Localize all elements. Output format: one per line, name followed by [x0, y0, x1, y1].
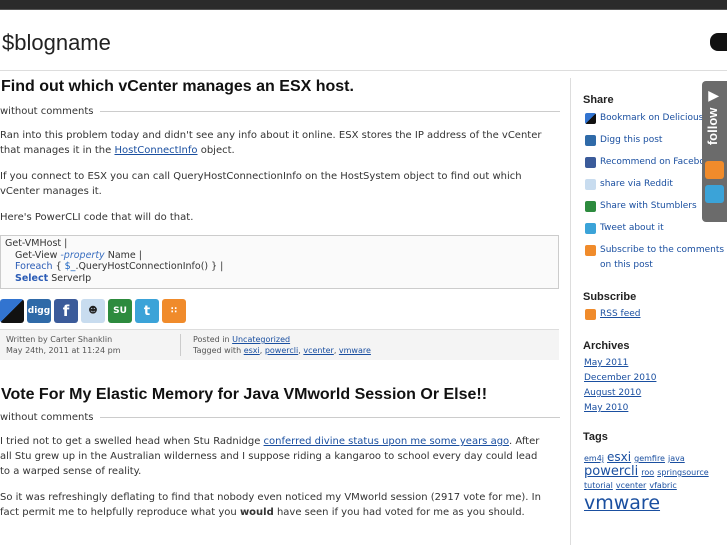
twitter-icon[interactable]: t: [135, 299, 159, 323]
top-bar: [0, 0, 727, 10]
tag-link[interactable]: em4j: [584, 454, 605, 463]
post-meta: without comments: [0, 412, 560, 423]
rss-icon[interactable]: ∷: [162, 299, 186, 323]
digg-icon: [585, 135, 596, 146]
reddit-icon[interactable]: ☻: [81, 299, 105, 323]
sidebar-title-tags: Tags: [583, 431, 608, 443]
archive-link[interactable]: August 2010: [584, 388, 642, 398]
divine-status-link[interactable]: conferred divine status upon me some yea…: [263, 436, 509, 447]
post-paragraph: If you connect to ESX you can call Query…: [0, 171, 522, 197]
tag-link[interactable]: powercli: [584, 464, 639, 479]
tag-link[interactable]: vfabric: [649, 481, 677, 490]
sidebar-item-reddit[interactable]: share via Reddit: [585, 177, 727, 192]
archive-link[interactable]: December 2010: [584, 373, 657, 383]
sidebar-title-share: Share: [583, 94, 614, 106]
paragraph-text: object.: [197, 145, 235, 156]
share-buttons: digg f ☻ SU t ∷: [0, 299, 560, 323]
follow-tab[interactable]: follow ◀: [702, 81, 727, 222]
tag-link[interactable]: java: [667, 454, 685, 463]
delicious-icon: [585, 113, 596, 124]
category-link[interactable]: Uncategorized: [232, 335, 291, 344]
code-line: Get-View -property Name |: [15, 249, 142, 261]
twitter-icon[interactable]: [705, 185, 724, 203]
post-paragraph: Ran into this problem today and didn't s…: [0, 128, 550, 158]
reddit-icon: [585, 179, 596, 190]
tagged-with-label: Tagged with: [193, 346, 244, 355]
tag-link[interactable]: springsource: [657, 468, 709, 477]
post-date: May 24th, 2011 at 11:24 pm: [6, 346, 121, 355]
digg-icon[interactable]: digg: [27, 299, 51, 323]
post-title[interactable]: Find out which vCenter manages an ESX ho…: [1, 78, 354, 95]
stumbleupon-icon: [585, 201, 596, 212]
post-title[interactable]: Vote For My Elastic Memory for Java VMwo…: [1, 386, 488, 403]
tag-link[interactable]: roo: [641, 468, 655, 477]
post-footer: Written by Carter Shanklin May 24th, 201…: [0, 329, 559, 360]
header-divider: [0, 70, 727, 71]
follow-label: follow ◀: [705, 89, 720, 146]
comments-link[interactable]: without comments: [0, 106, 94, 117]
posted-in-label: Posted in: [193, 335, 233, 344]
sidebar-item-digg[interactable]: Digg this post: [585, 133, 727, 148]
tag-link[interactable]: vcenter: [303, 346, 334, 355]
code-line: Select ServerIp: [15, 272, 92, 284]
paragraph-text: Ran into this problem today and didn't s…: [0, 130, 542, 156]
tag-link[interactable]: vmware: [584, 492, 661, 514]
post-categories-box: Posted in Uncategorized Tagged with esxi…: [193, 335, 371, 355]
rss-icon: [585, 245, 596, 256]
hostconnectinfo-link[interactable]: HostConnectInfo: [114, 145, 198, 156]
meta-divider: [99, 417, 560, 418]
sidebar-item-delicious[interactable]: Bookmark on Delicious: [585, 111, 727, 126]
tag-link[interactable]: tutorial: [584, 481, 613, 490]
paragraph-text: So it was refreshingly deflating to find…: [0, 492, 541, 518]
paragraph-bold: would: [239, 507, 274, 518]
tag-link[interactable]: gemfire: [634, 454, 665, 463]
paragraph-text: have seen if you had voted for me as you…: [273, 507, 525, 518]
code-block: Get-VMHost | Get-View -property Name | F…: [0, 235, 559, 289]
stumbleupon-icon[interactable]: SU: [108, 299, 132, 323]
post-paragraph: Here's PowerCLI code that will do that.: [0, 212, 194, 223]
tag-link[interactable]: vmware: [338, 346, 371, 355]
tag-link[interactable]: vcenter: [615, 481, 647, 490]
sidebar-title-archives: Archives: [583, 340, 630, 352]
archive-link[interactable]: May 2011: [584, 358, 629, 368]
delicious-icon[interactable]: [0, 299, 24, 323]
meta-divider: [99, 111, 560, 112]
archive-link[interactable]: May 2010: [584, 403, 629, 413]
twitter-icon: [585, 223, 596, 234]
speech-bubble-icon[interactable]: [710, 33, 727, 51]
code-line: Foreach { $_.QueryHostConnectionInfo() }…: [15, 261, 224, 272]
rss-icon[interactable]: [705, 161, 724, 179]
rss-icon: [585, 309, 596, 320]
tag-link[interactable]: esxi: [243, 346, 260, 355]
post-author: Written by Carter Shanklin: [6, 335, 113, 344]
post-author-box: Written by Carter Shanklin May 24th, 201…: [6, 334, 181, 356]
sidebar-item-rss[interactable]: RSS feed: [585, 307, 727, 322]
sidebar: Share Bookmark on Delicious Digg this po…: [570, 78, 727, 545]
sidebar-item-facebook[interactable]: Recommend on Facebook: [585, 155, 727, 170]
post-paragraph: I tried not to get a swelled head when S…: [0, 434, 550, 479]
post-paragraph: So it was refreshingly deflating to find…: [0, 490, 550, 520]
paragraph-text: I tried not to get a swelled head when S…: [0, 436, 264, 447]
blog-name[interactable]: $blogname: [2, 30, 111, 55]
tag-link[interactable]: esxi: [607, 450, 632, 464]
sidebar-item-twitter[interactable]: Tweet about it: [585, 221, 727, 236]
main-content: Find out which vCenter manages an ESX ho…: [0, 78, 560, 520]
comments-link[interactable]: without comments: [0, 412, 94, 423]
facebook-icon: [585, 157, 596, 168]
sidebar-item-stumble[interactable]: Share with Stumblers: [585, 199, 727, 214]
paragraph-text: . After all Stu grew up in the Australia…: [0, 436, 540, 477]
facebook-icon[interactable]: f: [54, 299, 78, 323]
code-line: Get-VMHost |: [5, 238, 68, 249]
sidebar-title-subscribe: Subscribe: [583, 291, 637, 303]
post-meta: without comments: [0, 106, 560, 117]
tag-link[interactable]: powercli: [264, 346, 299, 355]
